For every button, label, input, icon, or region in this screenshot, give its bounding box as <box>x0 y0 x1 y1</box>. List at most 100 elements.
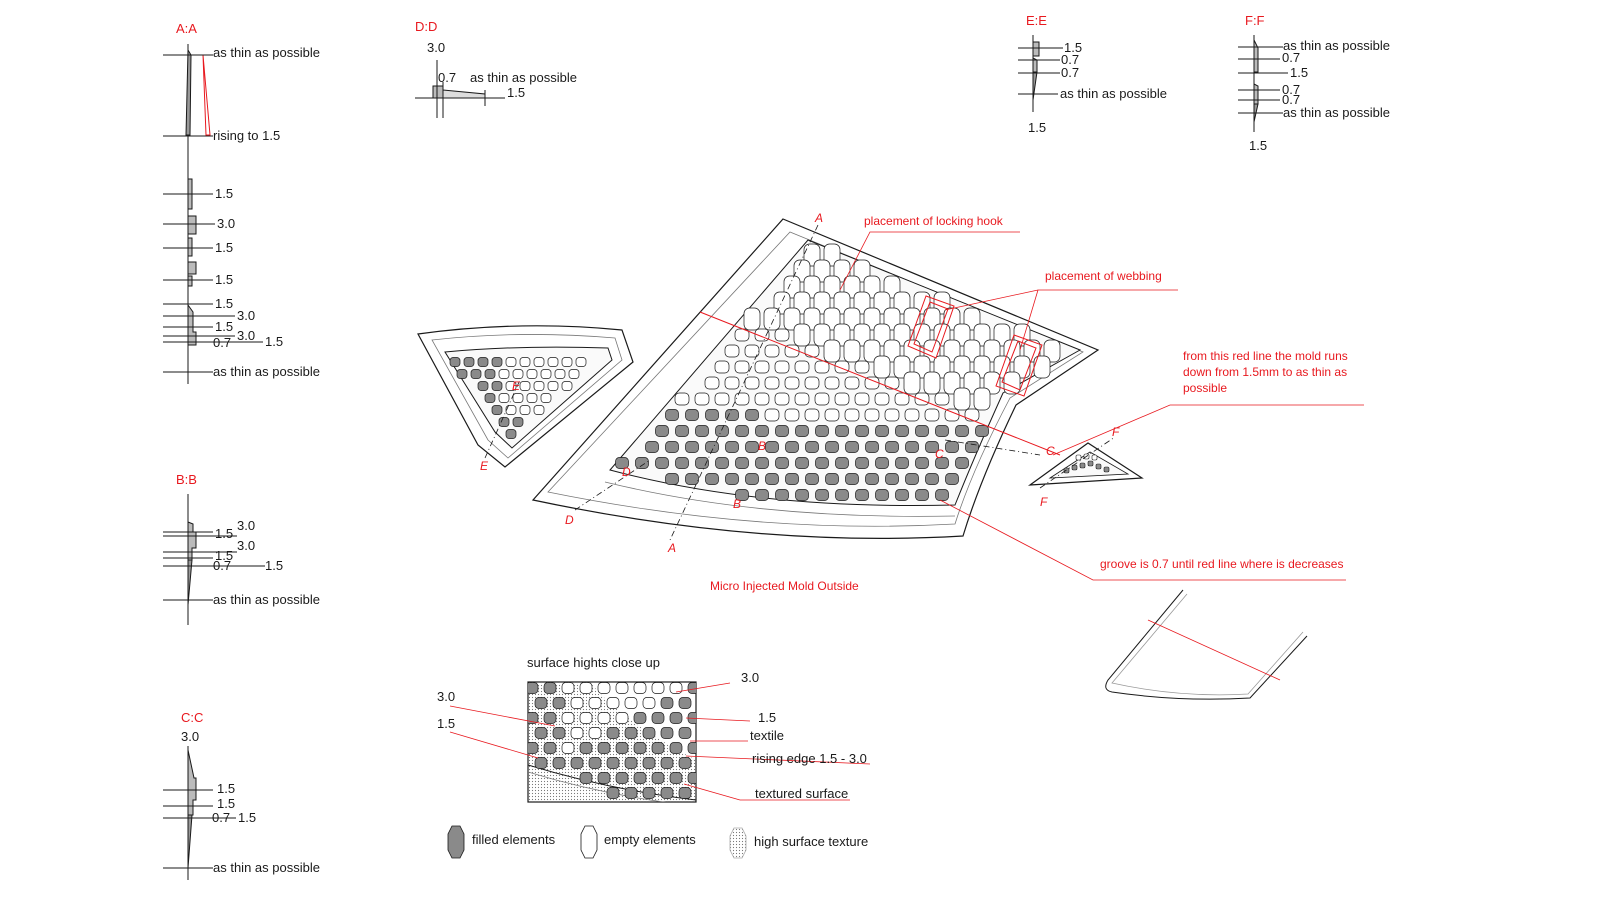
empty-cell <box>519 357 531 367</box>
filled-cell <box>945 441 959 453</box>
filled-cell <box>825 441 839 453</box>
empty-cell <box>588 697 602 709</box>
mold-decrease-line <box>699 311 1061 456</box>
filled-cell <box>835 489 849 501</box>
empty-cell <box>764 376 780 390</box>
filled-cell <box>477 357 489 367</box>
empty-cell <box>993 323 1011 347</box>
empty-cell <box>893 291 911 315</box>
cc-label: 1.5 <box>217 781 235 796</box>
filled-cell <box>498 417 510 427</box>
filled-cell <box>645 441 659 453</box>
bb-label: 1.5 <box>215 526 233 541</box>
empty-cell <box>793 323 811 347</box>
filled-cell <box>795 489 809 501</box>
cut-letter: C <box>1046 444 1055 458</box>
empty-cell <box>953 387 971 411</box>
filled-cell <box>624 757 638 769</box>
aa-label: rising to 1.5 <box>213 128 280 143</box>
cut-letter: C <box>935 447 944 461</box>
empty-cell <box>883 307 901 331</box>
filled-cell <box>678 727 692 739</box>
right-wing <box>1027 442 1144 486</box>
empty-cell <box>540 393 552 403</box>
empty-cell <box>561 357 573 367</box>
empty-cell <box>734 360 750 374</box>
empty-cell <box>624 697 638 709</box>
empty-cell <box>505 405 517 415</box>
filled-cell <box>805 473 819 485</box>
closeup-right-label: textile <box>750 728 784 743</box>
filled-cell <box>965 441 979 453</box>
empty-cell <box>773 291 791 315</box>
filled-cell <box>775 425 789 437</box>
cc-label: 1.5 <box>217 796 235 811</box>
empty-cell <box>570 727 584 739</box>
empty-cell <box>973 323 991 347</box>
empty-cell <box>893 323 911 347</box>
locking-hook-annotation: placement of locking hook <box>864 214 1004 228</box>
empty-cell <box>764 344 780 358</box>
cc-label: 3.0 <box>181 729 199 744</box>
filled-cell <box>815 425 829 437</box>
filled-cell <box>642 787 656 799</box>
empty-cell <box>973 387 991 411</box>
filled-cell <box>955 425 969 437</box>
empty-cell <box>1033 355 1051 379</box>
filled-cell <box>678 697 692 709</box>
filled-cell <box>642 727 656 739</box>
empty-cell <box>823 307 841 331</box>
bb-label: 1.5 <box>265 558 283 573</box>
empty-cell <box>963 371 981 395</box>
filled-cell <box>624 787 638 799</box>
empty-cell <box>754 392 770 406</box>
empty-cell <box>803 307 821 331</box>
empty-cell <box>615 712 629 724</box>
empty-cell <box>794 360 810 374</box>
filled-cell <box>915 489 929 501</box>
filled-cell <box>528 682 539 694</box>
empty-cell <box>734 392 750 406</box>
empty-cell <box>843 307 861 331</box>
filled-cell <box>895 425 909 437</box>
aa-label: 3.0 <box>237 328 255 343</box>
filled-cell <box>655 425 669 437</box>
empty-cell <box>883 275 901 299</box>
filled-cell <box>835 425 849 437</box>
empty-cell <box>724 344 740 358</box>
filled-cell <box>484 369 496 379</box>
empty-cell <box>674 392 690 406</box>
filled-cell <box>795 425 809 437</box>
empty-cell <box>533 357 545 367</box>
ee-label: 1.5 <box>1028 120 1046 135</box>
red-line-annotation: from this red line the mold runs <box>1183 349 1348 363</box>
filled-cell <box>775 457 789 469</box>
bb-label: as thin as possible <box>213 592 320 607</box>
empty-cell <box>512 369 524 379</box>
empty-cell <box>964 408 980 422</box>
filled-cell <box>491 381 503 391</box>
annotation-leaders <box>839 231 1364 581</box>
filled-cell <box>687 742 696 754</box>
empty-cell <box>570 697 584 709</box>
section-cc-title: C:C <box>181 710 203 725</box>
empty-cell <box>783 275 801 299</box>
empty-cell <box>540 369 552 379</box>
empty-cell <box>853 259 871 283</box>
filled-cell <box>805 441 819 453</box>
filled-cell <box>935 489 949 501</box>
empty-cell <box>804 376 820 390</box>
cc-label: as thin as possible <box>213 860 320 875</box>
filled-cell <box>675 457 689 469</box>
cut-letter: F <box>1112 425 1120 439</box>
ff-label: as thin as possible <box>1283 105 1390 120</box>
closeup-panel: surface hights close up <box>527 655 697 803</box>
empty-cell <box>834 360 850 374</box>
aa-label: 1.5 <box>215 186 233 201</box>
cc-label: 0.7 <box>212 810 230 825</box>
empty-cell <box>1013 355 1031 379</box>
aa-label: 1.5 <box>215 296 233 311</box>
left-wing-cells <box>449 357 587 439</box>
filled-element-icon <box>447 825 465 859</box>
empty-cell <box>724 376 740 390</box>
